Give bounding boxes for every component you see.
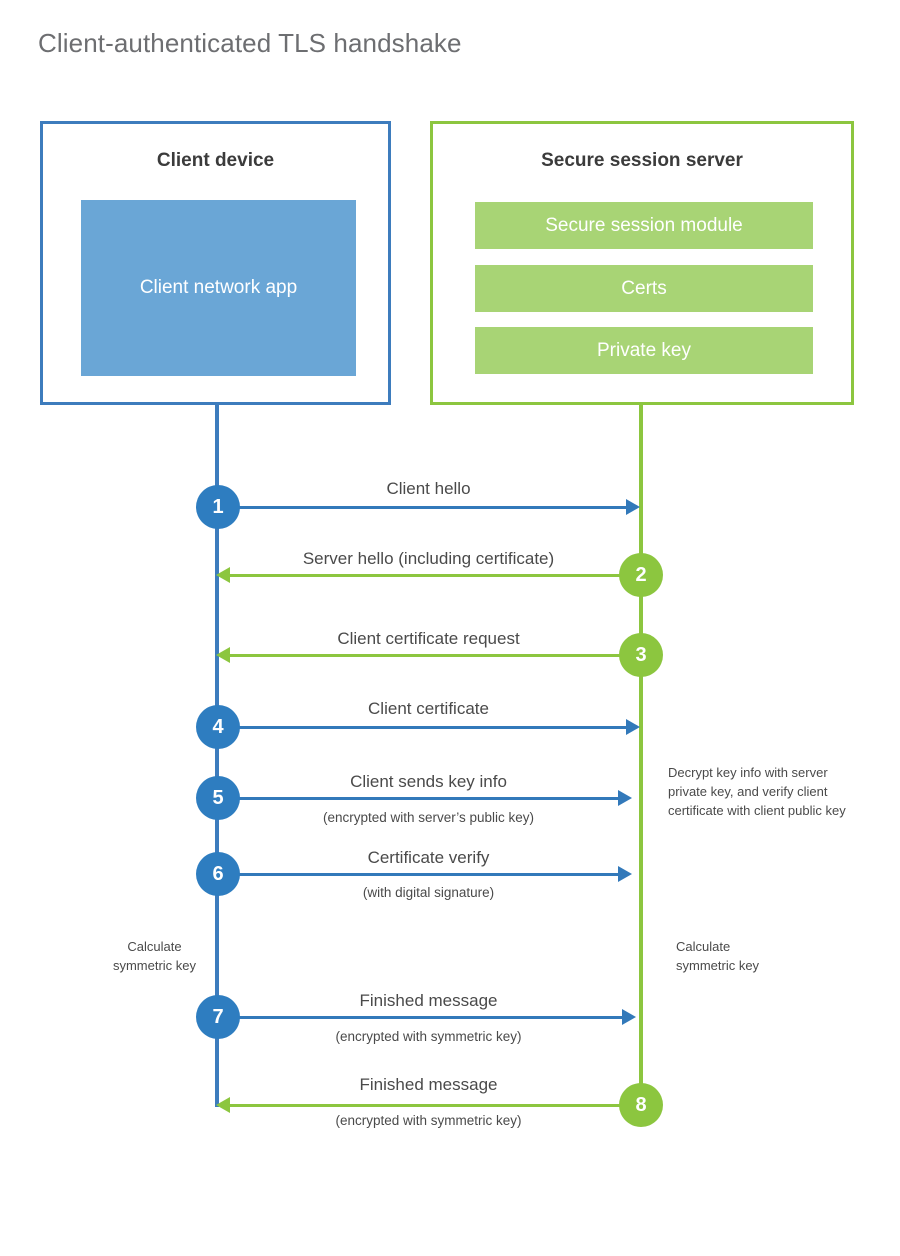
step-5-marker[interactable]: 5 xyxy=(196,776,240,820)
step-3-arrow-line xyxy=(230,654,630,657)
step-1-marker[interactable]: 1 xyxy=(196,485,240,529)
step-4-arrow-line xyxy=(222,726,626,729)
step-3-arrow-head-icon xyxy=(216,647,230,663)
step-6-label: Certificate verify xyxy=(367,848,490,867)
server-lifeline xyxy=(639,405,643,1107)
client-calculate-symmetric-key-note: Calculate symmetric key xyxy=(77,938,232,976)
step-6-marker[interactable]: 6 xyxy=(196,852,240,896)
step-8-marker[interactable]: 8 xyxy=(619,1083,663,1127)
step-6-sublabel: (with digital signature) xyxy=(362,885,495,900)
client-calc-line-2: symmetric key xyxy=(112,957,197,973)
step-1-label: Client hello xyxy=(386,479,471,498)
step-3-marker[interactable]: 3 xyxy=(619,633,663,677)
step-1-arrow-line xyxy=(222,506,626,509)
step-8-sublabel: (encrypted with symmetric key) xyxy=(335,1113,522,1128)
step-7-marker[interactable]: 7 xyxy=(196,995,240,1039)
step-4-label: Client certificate xyxy=(368,699,489,718)
step-5-arrow-line xyxy=(222,797,618,800)
step-8-arrow-line xyxy=(230,1104,630,1107)
client-calc-line-1: Calculate xyxy=(127,939,182,954)
server-component-private-key: Private key xyxy=(475,327,813,374)
step-5-label: Client sends key info xyxy=(350,772,507,791)
step-2-marker[interactable]: 2 xyxy=(619,553,663,597)
step-8-arrow-head-icon xyxy=(216,1097,230,1113)
step-2-arrow-line xyxy=(230,574,630,577)
step-2-label: Server hello (including certificate) xyxy=(302,549,555,568)
step-2-arrow-head-icon xyxy=(216,567,230,583)
step-3-label: Client certificate request xyxy=(337,629,520,648)
server-calc-line-2: symmetric key xyxy=(676,957,760,973)
step-1-arrow-head-icon xyxy=(626,499,640,515)
page-title: Client-authenticated TLS handshake xyxy=(38,28,462,58)
client-device-box: Client device Client network app xyxy=(40,121,391,405)
server-component-certs: Certs xyxy=(475,265,813,312)
step-7-sublabel: (encrypted with symmetric key) xyxy=(335,1029,522,1044)
secure-session-server-title: Secure session server xyxy=(541,150,743,171)
client-network-app-block: Client network app xyxy=(81,200,356,376)
step-7-arrow-line xyxy=(222,1016,622,1019)
secure-session-server-box: Secure session server Secure session mod… xyxy=(430,121,854,405)
step-4-marker[interactable]: 4 xyxy=(196,705,240,749)
step-5-arrow-head-icon xyxy=(618,790,632,806)
step-5-sublabel: (encrypted with server’s public key) xyxy=(322,810,535,825)
server-calculate-symmetric-key-note: Calculate symmetric key xyxy=(676,938,846,976)
server-component-secure-session-module: Secure session module xyxy=(475,202,813,249)
server-decrypt-note: Decrypt key info with server private key… xyxy=(668,765,846,818)
server-calc-line-1: Calculate xyxy=(676,939,731,954)
client-lifeline xyxy=(215,405,219,1107)
step-7-label: Finished message xyxy=(359,991,498,1010)
step-7-arrow-head-icon xyxy=(622,1009,636,1025)
step-4-arrow-head-icon xyxy=(626,719,640,735)
client-device-title: Client device xyxy=(156,150,275,171)
step-6-arrow-head-icon xyxy=(618,866,632,882)
step-6-arrow-line xyxy=(222,873,618,876)
step-8-label: Finished message xyxy=(359,1075,498,1094)
